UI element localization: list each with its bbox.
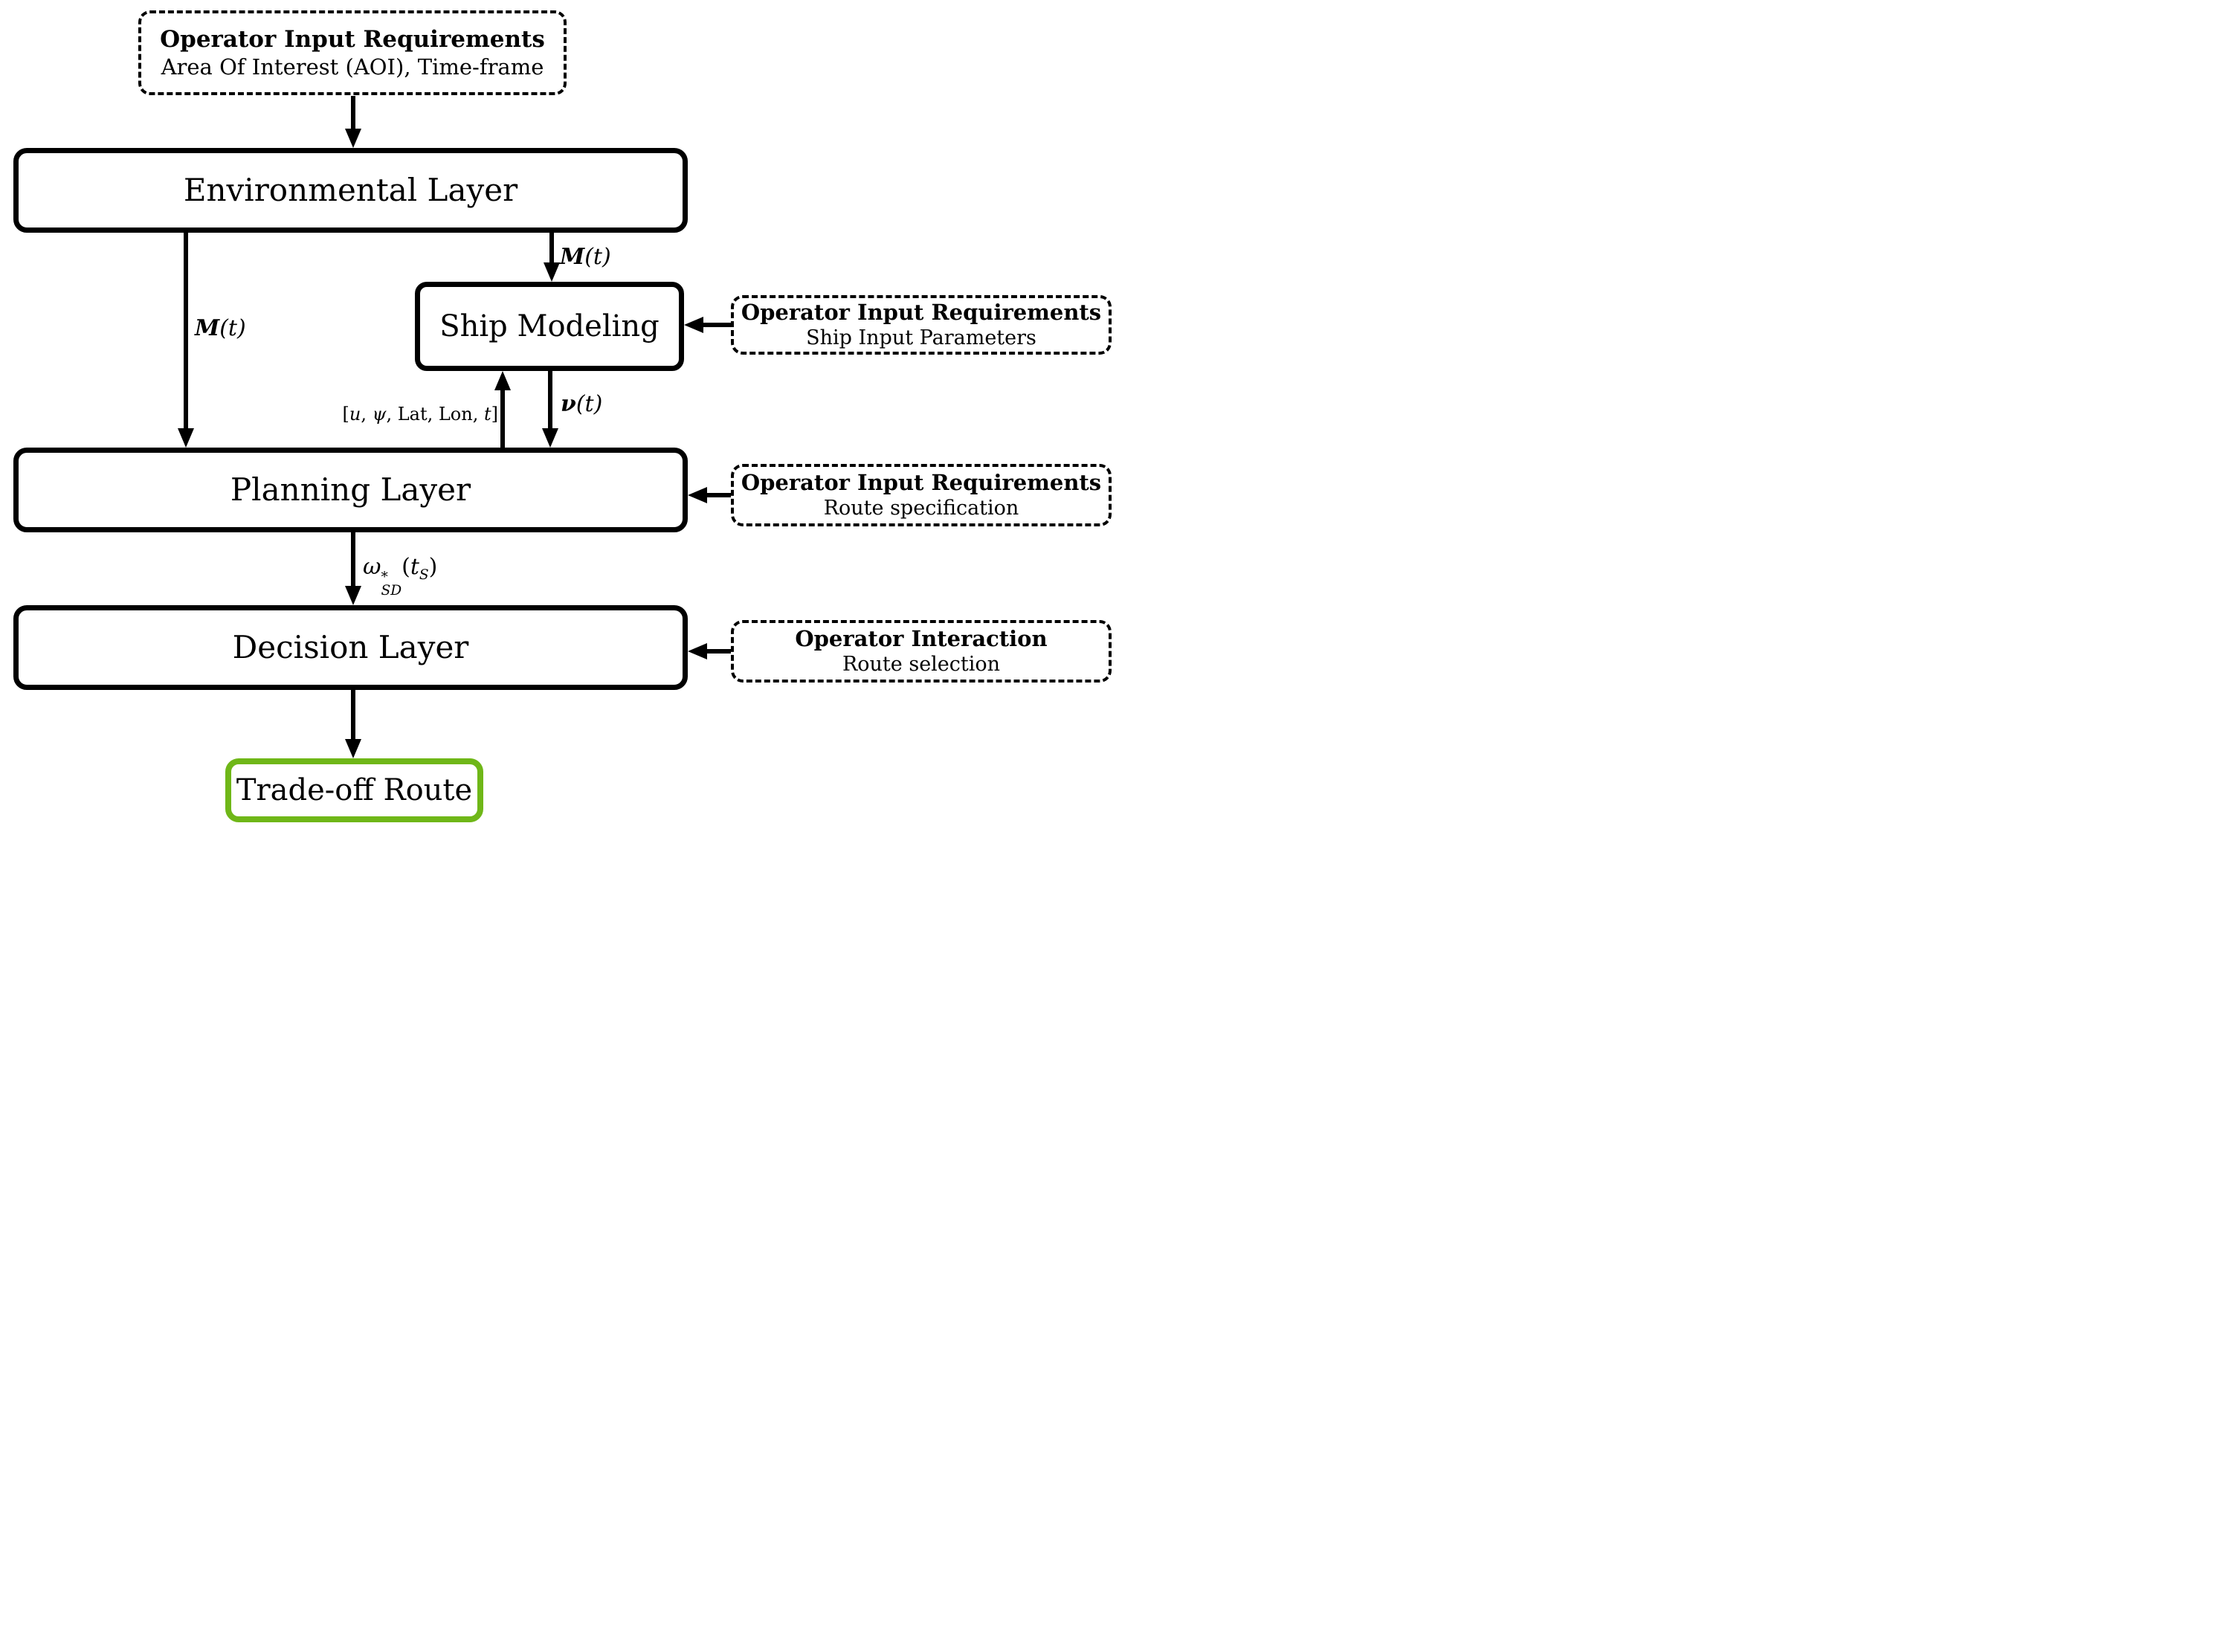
- omega-sub: SD: [381, 582, 402, 598]
- signal-label-omega: ω*SD(tS): [363, 554, 437, 598]
- omega-open: (: [402, 554, 410, 580]
- operator-input-aoi-title: Operator Input Requirements: [160, 25, 545, 53]
- arrow-operator-to-env-head: [345, 129, 361, 148]
- operator-interaction-box: Operator Interaction Route selection: [731, 620, 1112, 683]
- arrow-decision-to-tradeoff-shaft: [351, 690, 355, 741]
- tradeoff-route-label: Trade-off Route: [236, 773, 473, 807]
- planning-layer-box: Planning Layer: [13, 448, 688, 532]
- arrow-decision-to-tradeoff-head: [345, 739, 361, 758]
- arrow-env-to-ship-head: [544, 262, 560, 282]
- operator-interaction-subtitle: Route selection: [842, 653, 1001, 677]
- signal-label-state-feedback: [u, ψ, Lat, Lon, t]: [283, 404, 498, 425]
- arrow-ship-to-planning-head: [542, 428, 558, 448]
- omega-sup: *: [381, 570, 388, 586]
- omega-base: ω: [363, 554, 381, 580]
- arrow-planning-to-ship-shaft: [500, 389, 505, 448]
- operator-input-aoi-box: Operator Input Requirements Area Of Inte…: [138, 10, 567, 95]
- arrow-env-to-planning-shaft: [184, 233, 188, 428]
- operator-route-spec-box: Operator Input Requirements Route specif…: [731, 464, 1112, 526]
- omega-t: t: [410, 554, 419, 580]
- state-part: ]: [491, 404, 498, 425]
- arrow-env-to-ship-shaft: [549, 233, 554, 264]
- state-part: ,: [361, 404, 373, 425]
- operator-input-aoi-subtitle: Area Of Interest (AOI), Time-frame: [161, 54, 544, 80]
- ship-modeling-box: Ship Modeling: [415, 282, 684, 371]
- flowchart-canvas: Operator Input Requirements Area Of Inte…: [0, 0, 1119, 826]
- signal-label-m-env-ship: M(t): [560, 244, 611, 270]
- arrow-ship-to-planning-shaft: [548, 371, 552, 428]
- operator-interaction-title: Operator Interaction: [795, 626, 1048, 651]
- arrow-planning-to-decision-head: [345, 586, 361, 605]
- arrow-planning-to-decision-shaft: [351, 532, 355, 587]
- arrow-routespec-to-planning-shaft: [707, 493, 731, 497]
- decision-layer-box: Decision Layer: [13, 605, 688, 690]
- signal-m-rest: (t): [219, 315, 246, 341]
- state-part: , Lat, Lon,: [386, 404, 484, 425]
- arrow-shipparams-to-ship-head: [684, 317, 703, 333]
- signal-nu-bold: ν: [561, 391, 576, 417]
- operator-ship-params-box: Operator Input Requirements Ship Input P…: [731, 295, 1112, 355]
- environmental-layer-label: Environmental Layer: [183, 171, 518, 208]
- state-part: t: [483, 404, 491, 425]
- arrow-routesel-to-decision-head: [688, 643, 707, 659]
- state-part: [: [342, 404, 349, 425]
- operator-route-spec-subtitle: Route specification: [823, 497, 1019, 520]
- arrow-routesel-to-decision-shaft: [707, 649, 731, 654]
- signal-m2-bold: M: [560, 244, 585, 270]
- signal-label-nu: ν(t): [561, 391, 602, 417]
- tradeoff-route-box: Trade-off Route: [225, 758, 483, 822]
- operator-ship-params-subtitle: Ship Input Parameters: [806, 326, 1036, 350]
- decision-layer-label: Decision Layer: [232, 628, 469, 665]
- planning-layer-label: Planning Layer: [230, 471, 471, 508]
- state-part: ψ: [372, 404, 387, 425]
- signal-m2-rest: (t): [584, 244, 611, 270]
- operator-ship-params-title: Operator Input Requirements: [741, 300, 1102, 325]
- omega-close: ): [428, 554, 438, 580]
- arrow-routespec-to-planning-head: [688, 487, 707, 503]
- arrow-shipparams-to-ship-shaft: [703, 323, 731, 327]
- arrow-env-to-planning-head: [178, 428, 194, 448]
- omega-supsub: *SD: [381, 570, 402, 598]
- signal-label-m-env-planning: M(t): [195, 315, 246, 341]
- arrow-planning-to-ship-head: [494, 371, 511, 390]
- ship-modeling-label: Ship Modeling: [439, 309, 660, 343]
- environmental-layer-box: Environmental Layer: [13, 148, 688, 233]
- arrow-operator-to-env-shaft: [351, 96, 355, 130]
- operator-route-spec-title: Operator Input Requirements: [741, 470, 1102, 495]
- signal-m-bold: M: [195, 315, 220, 341]
- omega-tsub: S: [419, 567, 429, 583]
- signal-nu-rest: (t): [575, 391, 603, 417]
- state-part: u: [349, 404, 361, 425]
